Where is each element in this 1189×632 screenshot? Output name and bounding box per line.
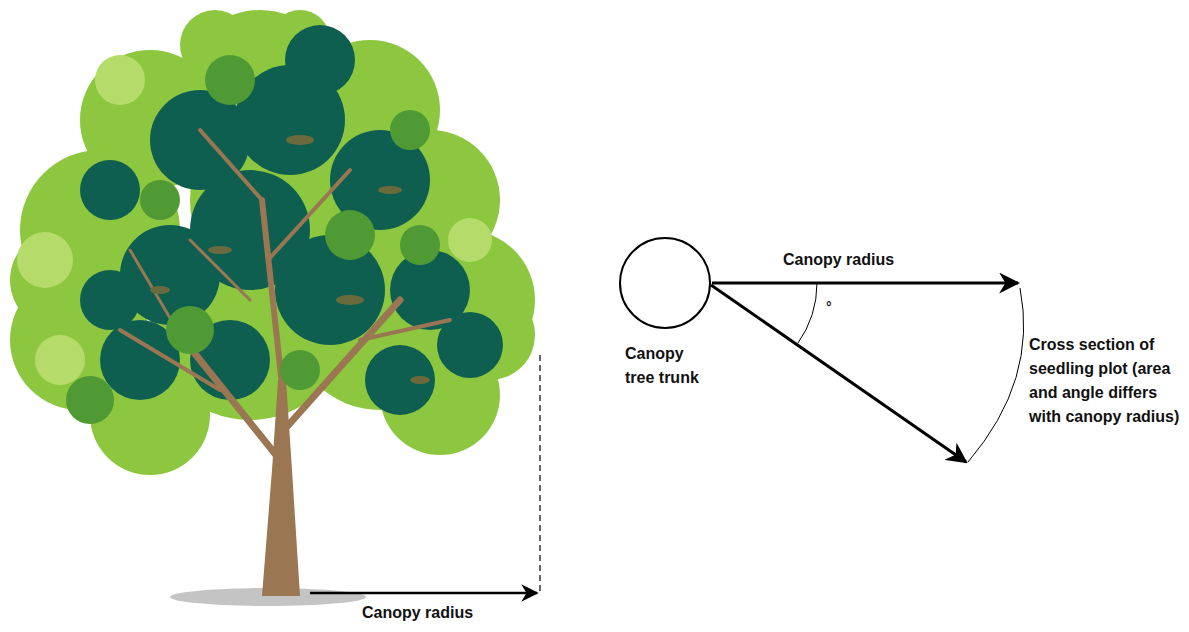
leaf-veins-part — [150, 286, 170, 294]
foliage-dark-part — [80, 160, 140, 220]
measure-lines-part — [711, 285, 966, 462]
trunk-outline — [618, 236, 712, 330]
foliage-pale-part — [95, 55, 145, 105]
plot-caption: Cross section of seedling plot (area and… — [1029, 333, 1185, 429]
foliage-mid-part — [140, 180, 180, 220]
foliage-pale-part — [35, 335, 85, 385]
leaf-veins — [150, 135, 430, 384]
leaf-veins-part — [410, 376, 430, 384]
foliage-mid-part — [390, 110, 430, 150]
leaf-veins-part — [208, 246, 232, 254]
dimension-label: Canopy radius — [362, 603, 473, 623]
foliage-light — [10, 10, 535, 475]
foliage-mid-part — [325, 210, 375, 260]
trunk-circle: Canopy tree trunk — [618, 236, 717, 390]
foliage-dark-part — [80, 270, 140, 330]
trunk-and-branches-part — [262, 380, 300, 596]
foliage-mid-part — [400, 225, 440, 265]
trunk-and-branches-part — [360, 320, 450, 340]
trunk-circle-shape — [620, 238, 710, 328]
angle-symbol: ° — [826, 297, 832, 317]
measure-lines-part — [798, 283, 817, 343]
foliage-dark-part — [285, 25, 355, 95]
foliage-mid-part — [166, 306, 214, 354]
measure-lines — [310, 283, 1024, 593]
measure-lines-part — [968, 288, 1024, 462]
leaf-veins-part — [378, 186, 402, 194]
measure-lines-part — [310, 592, 537, 595]
foliage-mid — [66, 55, 440, 424]
node-label: Canopy tree trunk — [625, 342, 717, 390]
foliage-dark — [80, 25, 503, 415]
foliage-dark-part — [365, 345, 435, 415]
trunk-and-branches-part — [190, 240, 250, 300]
foliage-pale-part — [448, 218, 492, 262]
dimension-label: Canopy radius — [783, 250, 894, 270]
measure-lines-part — [712, 282, 1018, 285]
trunk-and-branches — [120, 130, 450, 596]
foliage-mid-part — [280, 350, 320, 390]
foliage-pale-part — [17, 232, 73, 288]
leaf-veins-part — [286, 135, 314, 145]
foliage-mid-part — [66, 376, 114, 424]
measure-lines-part — [539, 355, 540, 592]
foliage-mid-part — [205, 55, 255, 105]
trunk-and-branches-part — [262, 200, 282, 385]
leaf-veins-part — [336, 295, 364, 305]
trunk-and-branches-part — [200, 130, 262, 200]
trunk-and-branches-part — [180, 335, 280, 460]
